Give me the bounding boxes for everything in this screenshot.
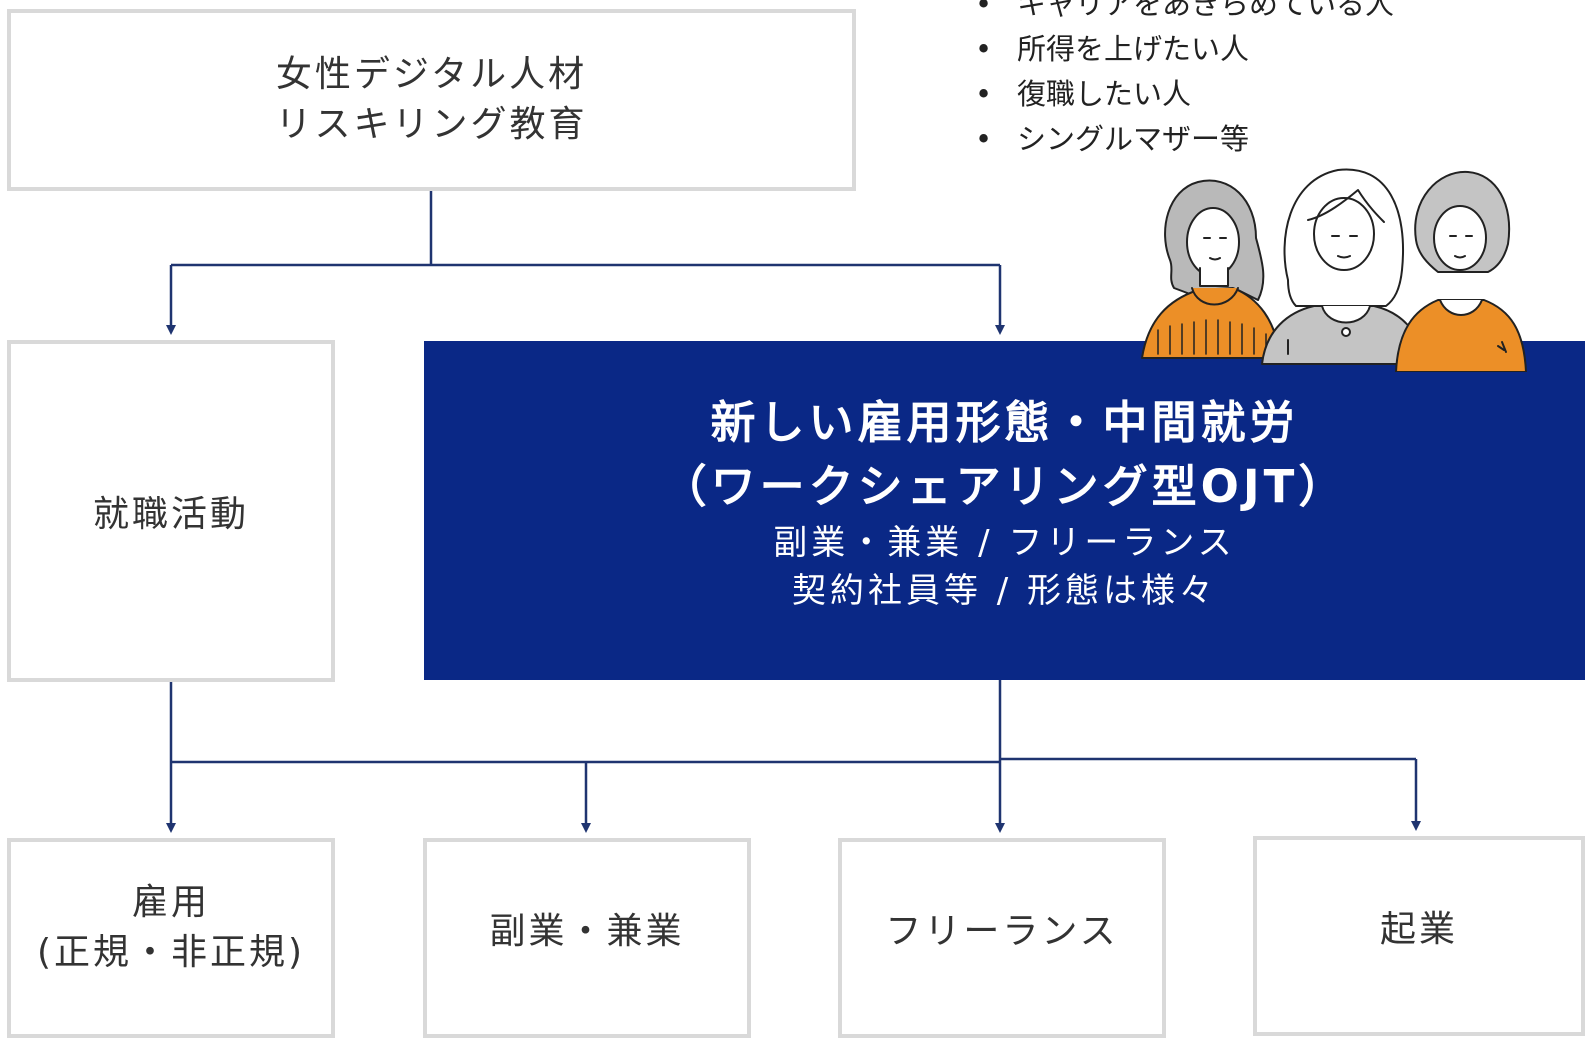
top-box-line2: リスキリング教育 — [275, 104, 588, 145]
list-item: 復職したい人 — [975, 72, 1394, 117]
three-women-illustration — [1141, 168, 1527, 372]
freelance-label: フリーランス — [885, 911, 1119, 952]
woman-middle — [1261, 168, 1425, 365]
new-employment-form-box: 新しい雇用形態・中間就労 （ワークシェアリング型OJT） 副業・兼業 / フリー… — [424, 341, 1585, 680]
main-title-line2: （ワークシェアリング型OJT） — [661, 460, 1348, 513]
list-item: 所得を上げたい人 — [975, 27, 1394, 72]
woman-left — [1141, 179, 1281, 359]
side-job-box: 副業・兼業 — [423, 838, 751, 1038]
main-sub-line1: 副業・兼業 / フリーランス — [773, 523, 1236, 563]
main-sub-line2: 契約社員等 / 形態は様々 — [791, 571, 1218, 611]
side-job-label: 副業・兼業 — [489, 911, 685, 952]
woman-right — [1395, 170, 1527, 372]
employment-label: 雇用 — [131, 882, 210, 923]
list-item: シングルマザー等 — [975, 117, 1394, 162]
startup-box: 起業 — [1253, 836, 1585, 1036]
startup-label: 起業 — [1379, 909, 1458, 950]
target-people-list: キャリアをあきらめている人 所得を上げたい人 復職したい人 シングルマザー等 — [975, 0, 1394, 162]
freelance-box: フリーランス — [838, 838, 1166, 1038]
employment-type-label: (正規・非正規) — [36, 932, 306, 973]
women-digital-reskilling-box: 女性デジタル人材 リスキリング教育 — [7, 9, 856, 191]
top-box-line1: 女性デジタル人材 — [275, 54, 588, 95]
job-hunting-label: 就職活動 — [92, 494, 249, 535]
job-hunting-box: 就職活動 — [7, 340, 335, 682]
employment-box: 雇用 (正規・非正規) — [7, 838, 335, 1038]
list-item: キャリアをあきらめている人 — [975, 0, 1394, 27]
main-title-line1: 新しい雇用形態・中間就労 — [710, 396, 1299, 449]
